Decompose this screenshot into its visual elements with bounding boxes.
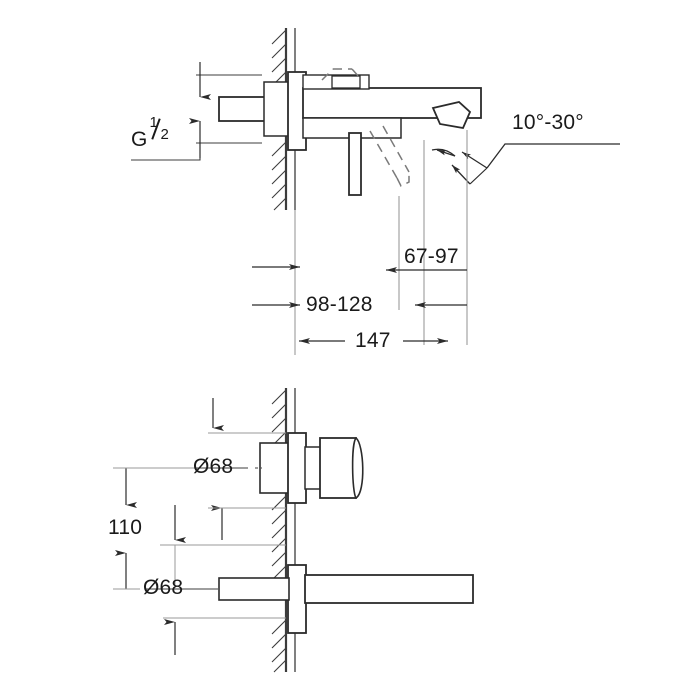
top-view-group [131,28,620,355]
dimension-outlet-angle [431,143,620,185]
wall-hatching-bottom [271,389,287,673]
handle-assembly-bottom [259,432,364,504]
lever-handle [348,132,362,196]
label-center-spacing: 110 [108,516,143,539]
wall-hatching-top [271,29,287,211]
handle-swing-dashed [321,68,410,188]
label-overall-length: 147 [355,329,391,352]
dimension-110 [113,467,196,590]
label-handle-diameter: Ø68 [193,455,234,478]
label-spout-reach-long: 98-128 [306,293,373,316]
dimension-bottom-offset [163,617,286,655]
inlet-connection [218,81,291,137]
dimension-top-offset [208,398,286,434]
outlet-nozzle [431,101,472,130]
extension-lines-top [398,130,468,345]
label-spout-reach-short: 67-97 [404,245,459,268]
spout-bar-bottom [218,564,474,634]
label-spout-diameter: Ø68 [143,576,184,599]
dimension-thread-g12 [131,62,262,161]
label-outlet-angle: 10°-30° [512,111,584,134]
bottom-view-group [113,388,474,673]
dimension-inner-offsets [160,505,286,590]
